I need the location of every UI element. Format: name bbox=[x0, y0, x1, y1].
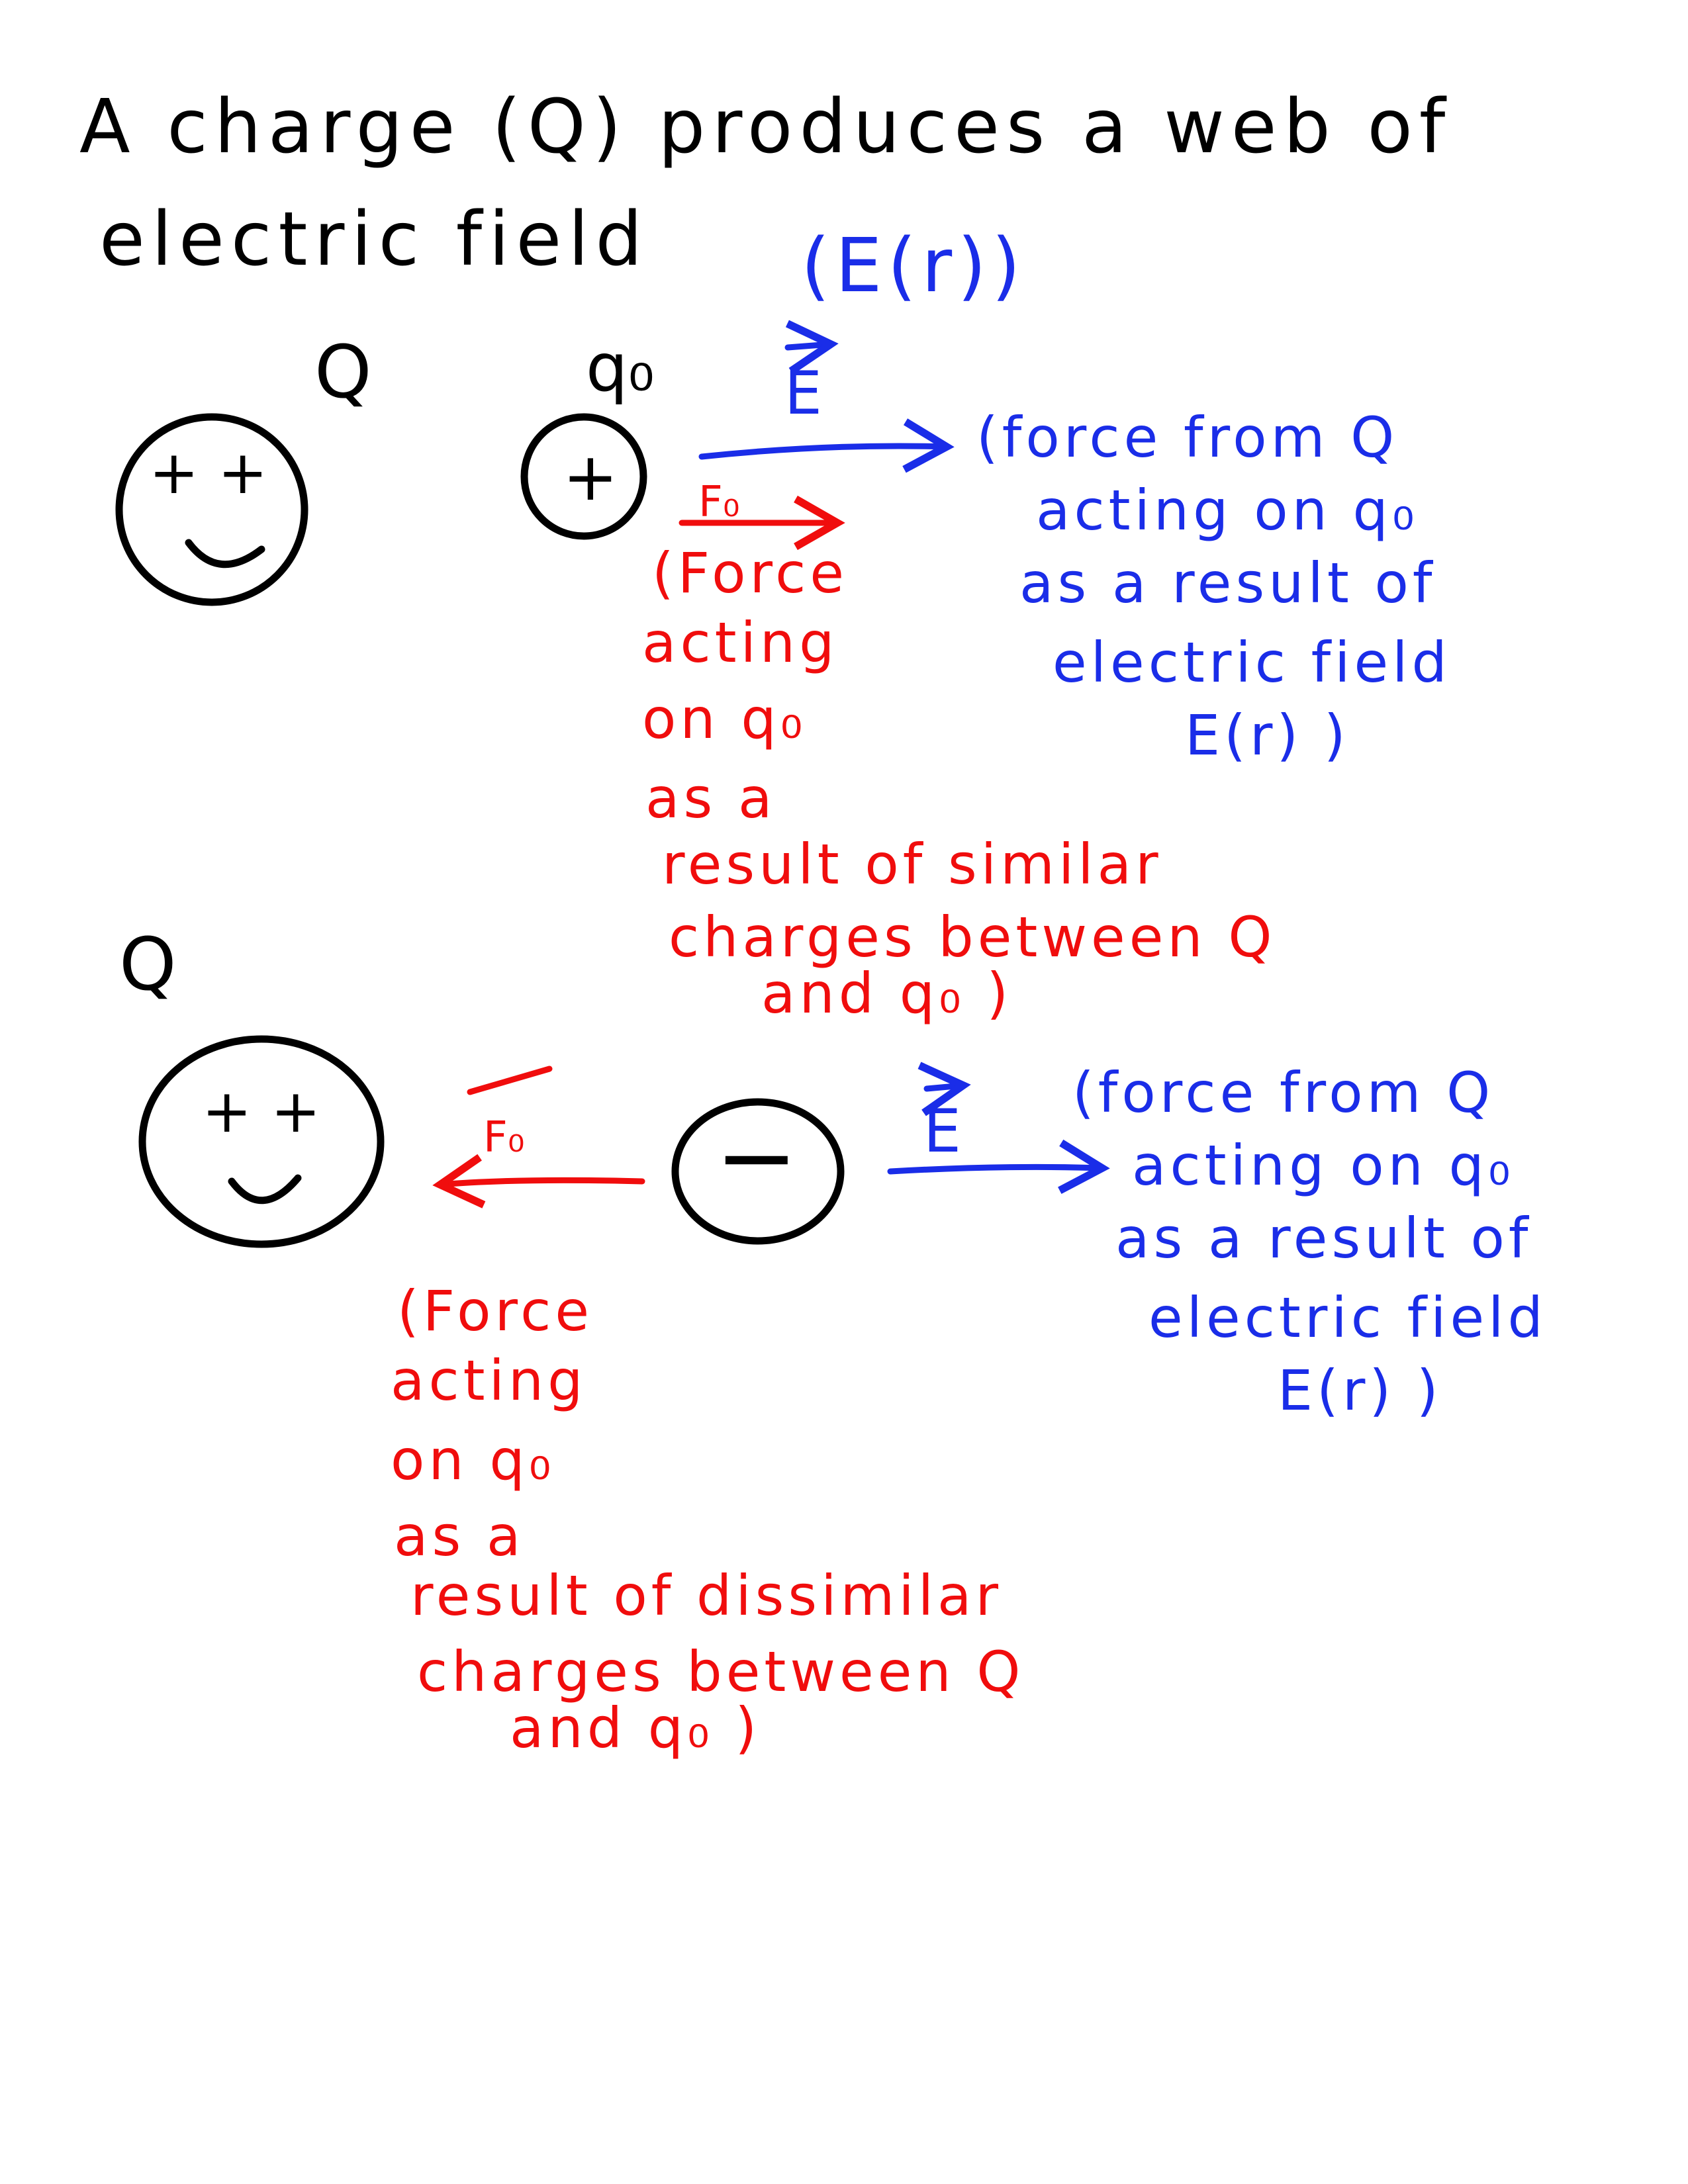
source-signs-1: + + bbox=[149, 438, 267, 508]
force-arrow-2 bbox=[432, 1154, 645, 1208]
force-note-2-line-5: result of dissimilar bbox=[410, 1563, 1002, 1628]
title-line-1: A charge (Q) produces a web of bbox=[79, 84, 1452, 170]
field-note-1-line-5: E(r) ) bbox=[1185, 703, 1350, 768]
field-label-er: (E(r)) bbox=[801, 223, 1026, 309]
force-note-2-line-2: acting bbox=[391, 1348, 587, 1413]
force-note-2: (Force acting on q₀ as a result of dissi… bbox=[391, 1279, 1024, 1760]
e-label-overarrow-1 bbox=[784, 320, 839, 375]
field-vector-label-1: E bbox=[784, 359, 822, 428]
e-label-overarrow-2 bbox=[917, 1062, 971, 1116]
test-charge-label-1: q₀ bbox=[586, 329, 655, 406]
field-note-2: (force from Q acting on q₀ as a result o… bbox=[1072, 1060, 1547, 1423]
force-vector-label-2: F₀ bbox=[483, 1113, 524, 1162]
force-note-1: (Force acting on q₀ as a result of simil… bbox=[642, 541, 1276, 1026]
force-note-1-line-3: on q₀ bbox=[642, 686, 806, 751]
field-note-1-line-3: as a result of bbox=[1019, 551, 1436, 615]
field-arrow-2 bbox=[887, 1139, 1110, 1194]
source-signs-2: + + bbox=[202, 1077, 320, 1146]
test-charge-sign-1: + bbox=[563, 438, 618, 516]
field-arrow-1 bbox=[698, 418, 955, 473]
force-note-2-line-4: as a bbox=[394, 1504, 524, 1569]
field-note-2-line-1: (force from Q bbox=[1072, 1060, 1494, 1125]
field-vector-label-2: E bbox=[923, 1097, 961, 1166]
test-charge-sign-2: − bbox=[715, 1100, 798, 1215]
source-charge-face-1: + + bbox=[115, 413, 308, 606]
field-note-1: (force from Q acting on q₀ as a result o… bbox=[976, 405, 1451, 768]
source-charge-face-2: + + bbox=[138, 1035, 385, 1248]
force-note-1-line-1: (Force bbox=[652, 541, 848, 606]
force-note-1-line-7: and q₀ ) bbox=[761, 961, 1012, 1026]
force-note-2-line-7: and q₀ ) bbox=[510, 1696, 761, 1760]
force-note-1-line-2: acting bbox=[642, 610, 839, 675]
field-note-2-line-2: acting on q₀ bbox=[1132, 1133, 1515, 1198]
source-charge-label-2: Q bbox=[119, 922, 177, 1007]
test-charge-positive: + bbox=[520, 413, 647, 540]
field-note-2-line-4: electric field bbox=[1149, 1285, 1547, 1350]
force-note-2-line-6: charges between Q bbox=[417, 1639, 1024, 1704]
source-charge-label-1: Q bbox=[314, 330, 372, 414]
force-note-2-line-1: (Force bbox=[397, 1279, 593, 1343]
field-note-1-line-4: electric field bbox=[1053, 630, 1451, 695]
test-charge-negative: − bbox=[671, 1098, 845, 1245]
field-note-2-line-3: as a result of bbox=[1115, 1206, 1532, 1271]
force-label-overarrow-2 bbox=[467, 1066, 553, 1095]
field-note-1-line-1: (force from Q bbox=[976, 405, 1398, 470]
field-note-1-line-2: acting on q₀ bbox=[1036, 478, 1419, 543]
field-note-2-line-5: E(r) ) bbox=[1278, 1358, 1442, 1423]
force-note-1-line-4: as a bbox=[645, 766, 776, 831]
title-line-2: electric field bbox=[99, 197, 649, 283]
force-note-2-line-3: on q₀ bbox=[391, 1428, 555, 1492]
force-vector-label-1: F₀ bbox=[698, 478, 739, 527]
force-note-1-line-6: charges between Q bbox=[669, 905, 1276, 970]
force-note-1-line-5: result of similar bbox=[662, 832, 1162, 897]
